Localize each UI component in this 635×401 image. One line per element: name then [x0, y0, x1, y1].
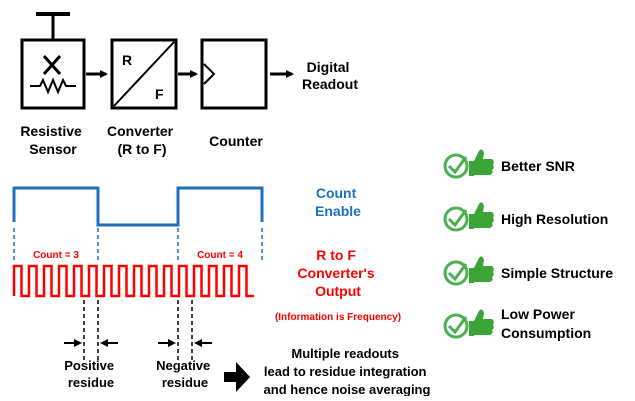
converter-r-text: R: [122, 52, 132, 68]
converter-output-note: (Information is Frequency): [275, 312, 401, 323]
benefit-label: High Resolution: [501, 211, 608, 227]
benefit-item: High Resolution: [443, 202, 608, 232]
residue-conclusion-text: Multiple readouts lead to residue integr…: [264, 346, 431, 396]
right-arrow-icon: [224, 362, 250, 392]
count-label-1: Count = 3: [33, 250, 79, 261]
count-label-2: Count = 4: [197, 250, 243, 261]
converter-output-label: R to F Converter's Output: [297, 247, 378, 299]
check-thumbs-up-icon: [443, 149, 494, 179]
counter-block: [200, 38, 268, 110]
benefit-item: Simple Structure: [443, 256, 613, 286]
benefit-item: Better SNR: [443, 149, 575, 179]
positive-residue-label: Positive residue: [64, 358, 117, 390]
converter-label: Converter (R to F): [107, 123, 177, 157]
converter-output-waveform: [12, 264, 254, 298]
counter-label: Counter: [209, 133, 263, 149]
negative-residue-label: Negative residue: [156, 358, 214, 390]
count-window-guides: [13, 228, 263, 260]
count-enable-label: Count Enable: [315, 185, 361, 219]
check-thumbs-up-icon: [443, 202, 494, 232]
check-thumbs-up-icon: [443, 309, 494, 339]
check-thumbs-up-icon: [443, 256, 494, 286]
resistor-sensor-icon: [30, 55, 76, 95]
residue-guides: [83, 300, 193, 360]
converter-block: R F: [110, 38, 178, 110]
digital-readout-label: Digital Readout: [302, 59, 358, 92]
sensor-block: [20, 12, 86, 110]
benefit-label: Simple Structure: [501, 265, 613, 281]
converter-f-text: F: [155, 86, 164, 102]
resistive-sensor-label: Resistive Sensor: [20, 123, 85, 157]
benefit-label: Better SNR: [501, 158, 575, 174]
count-enable-waveform: [12, 186, 264, 227]
